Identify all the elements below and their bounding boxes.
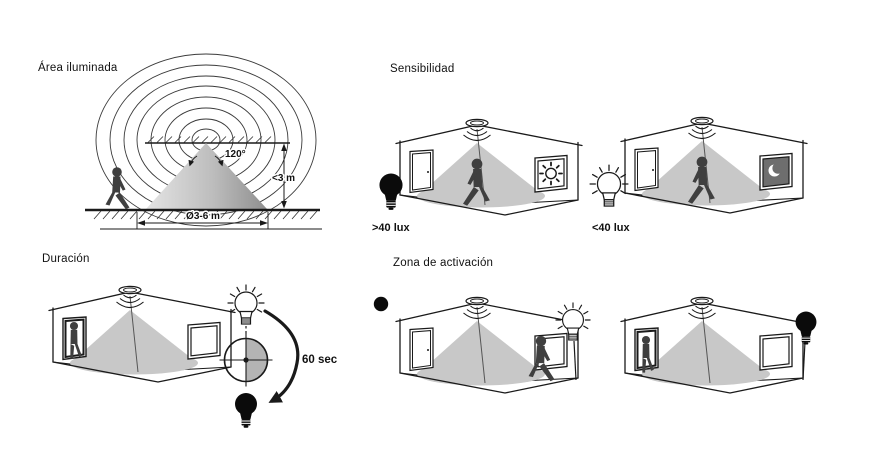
panel-activation-zone: Zona de activación xyxy=(373,257,817,393)
panel-sensitivity: Sensibilidad >40 lux xyxy=(372,63,807,234)
window xyxy=(187,321,221,360)
night-lux-label: <40 lux xyxy=(592,222,630,234)
person-walking-icon xyxy=(105,167,130,210)
angle-arc-arrows xyxy=(188,155,224,167)
door xyxy=(409,149,434,194)
room-sensitivity-night xyxy=(621,117,807,213)
bullet-dot-icon xyxy=(373,296,389,312)
room-activation-inside xyxy=(396,297,591,393)
sensitivity-title: Sensibilidad xyxy=(390,63,454,75)
panel-illuminated-area: Área iluminada 120° <3 m xyxy=(38,53,322,230)
moon-icon xyxy=(768,162,784,177)
bulb-off-icon xyxy=(795,311,817,345)
duration-title: Duración xyxy=(42,253,90,265)
illuminated-area-title: Área iluminada xyxy=(38,61,118,74)
bulb-lead-line xyxy=(802,341,806,381)
window xyxy=(759,332,793,371)
room-duration xyxy=(49,286,235,382)
angle-label: 120° xyxy=(225,149,246,160)
height-label: <3 m xyxy=(272,173,295,184)
room-activation-outside xyxy=(621,297,817,393)
room-sensitivity-day xyxy=(396,119,582,215)
ceiling-hatching xyxy=(147,136,272,143)
detection-cone xyxy=(146,143,267,209)
panel-duration: Duración 60 sec xyxy=(42,253,338,429)
curved-arrow-icon xyxy=(263,309,300,403)
timer-icon xyxy=(218,332,274,388)
ground-hatching xyxy=(93,210,318,220)
door xyxy=(634,147,659,192)
diameter-label: Ø3-6 m xyxy=(186,211,220,222)
door xyxy=(409,327,434,372)
bulb-on-icon xyxy=(227,284,265,325)
bulb-lead-line xyxy=(573,340,577,381)
bulb-off-icon xyxy=(234,392,258,429)
day-lux-label: >40 lux xyxy=(372,222,410,234)
bulb-off-icon xyxy=(378,172,404,211)
activation-zone-title: Zona de activación xyxy=(393,257,493,269)
bulb-on-icon xyxy=(589,164,629,207)
duration-time-label: 60 sec xyxy=(302,354,338,366)
sun-icon xyxy=(539,161,563,186)
height-dimension: <3 m xyxy=(271,143,297,209)
diameter-dimension: Ø3-6 m xyxy=(136,210,269,229)
